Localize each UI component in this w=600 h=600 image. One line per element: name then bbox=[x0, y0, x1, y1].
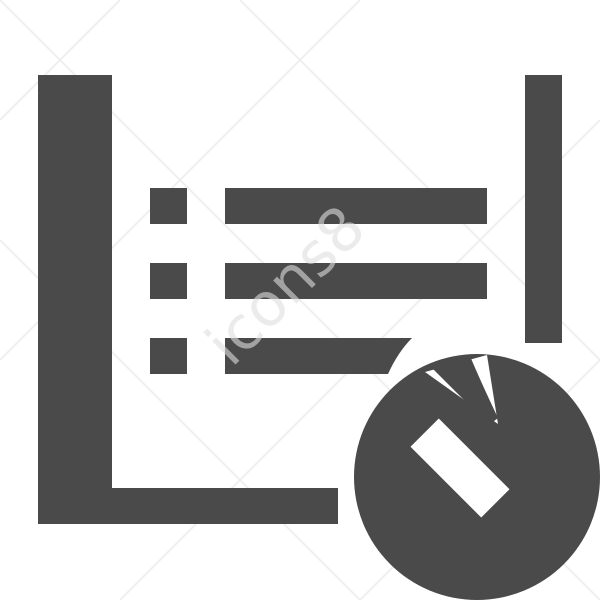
pencil-icon bbox=[410, 418, 510, 518]
list-line-1 bbox=[225, 188, 487, 224]
frame-bottom-bar bbox=[38, 488, 338, 524]
list-line-2 bbox=[225, 263, 487, 299]
frame-left-bar bbox=[38, 75, 112, 524]
frame-right-bar bbox=[525, 75, 562, 343]
list-line-3 bbox=[225, 338, 412, 374]
bullet-2 bbox=[150, 263, 187, 299]
edit-badge-wedge bbox=[431, 356, 498, 425]
bullet-1 bbox=[150, 188, 187, 224]
bullet-3 bbox=[150, 338, 187, 374]
